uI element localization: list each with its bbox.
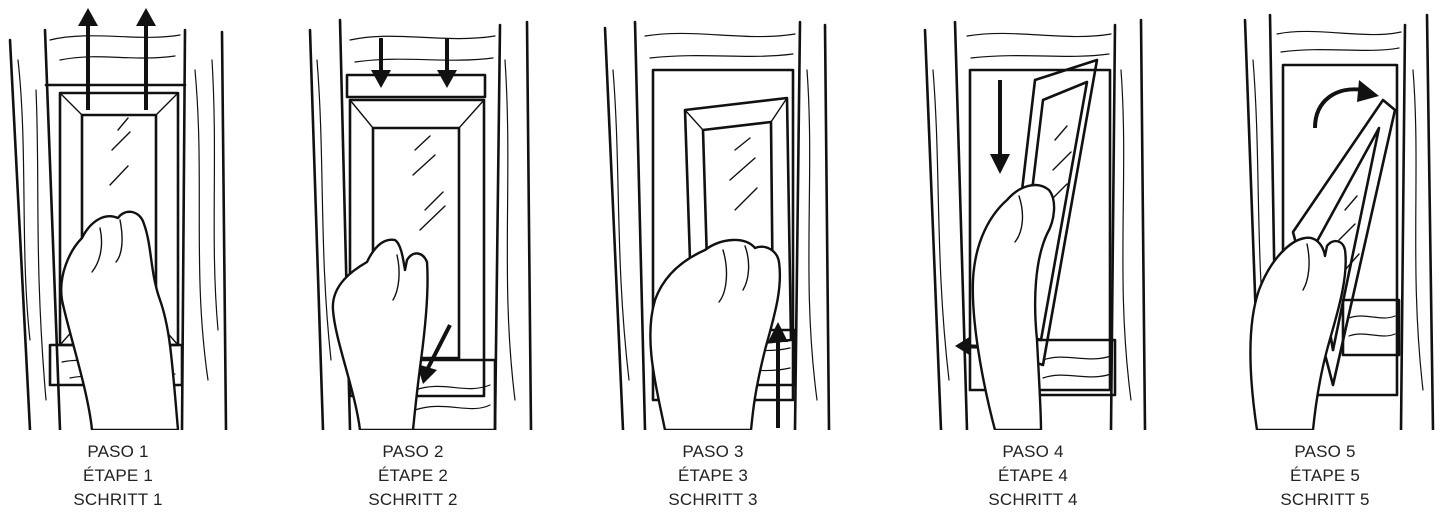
step-1-illustration — [0, 0, 240, 430]
caption-de: SCHRITT 4 — [933, 488, 1133, 512]
caption-de: SCHRITT 1 — [18, 488, 218, 512]
caption-fr: ÉTAPE 1 — [18, 464, 218, 488]
caption-fr: ÉTAPE 5 — [1225, 464, 1425, 488]
step-4-caption: PASO 4 ÉTAPE 4 SCHRITT 4 — [933, 440, 1133, 512]
caption-de: SCHRITT 5 — [1225, 488, 1425, 512]
caption-es: PASO 5 — [1225, 440, 1425, 464]
caption-fr: ÉTAPE 2 — [313, 464, 513, 488]
step-4-illustration — [915, 0, 1155, 430]
step-5-caption: PASO 5 ÉTAPE 5 SCHRITT 5 — [1225, 440, 1425, 512]
step-3-caption: PASO 3 ÉTAPE 3 SCHRITT 3 — [613, 440, 813, 512]
step-5-panel: PASO 5 ÉTAPE 5 SCHRITT 5 — [1215, 0, 1440, 516]
caption-es: PASO 2 — [313, 440, 513, 464]
step-3-panel: PASO 3 ÉTAPE 3 SCHRITT 3 — [595, 0, 835, 516]
caption-es: PASO 4 — [933, 440, 1133, 464]
step-2-caption: PASO 2 ÉTAPE 2 SCHRITT 2 — [313, 440, 513, 512]
caption-fr: ÉTAPE 3 — [613, 464, 813, 488]
step-1-panel: PASO 1 ÉTAPE 1 SCHRITT 1 — [0, 0, 240, 516]
caption-de: SCHRITT 3 — [613, 488, 813, 512]
caption-es: PASO 1 — [18, 440, 218, 464]
caption-es: PASO 3 — [613, 440, 813, 464]
caption-de: SCHRITT 2 — [313, 488, 513, 512]
step-2-illustration — [295, 0, 535, 430]
step-2-panel: PASO 2 ÉTAPE 2 SCHRITT 2 — [295, 0, 535, 516]
step-1-caption: PASO 1 ÉTAPE 1 SCHRITT 1 — [18, 440, 218, 512]
step-5-illustration — [1215, 0, 1440, 430]
caption-fr: ÉTAPE 4 — [933, 464, 1133, 488]
step-3-illustration — [595, 0, 835, 430]
step-4-panel: PASO 4 ÉTAPE 4 SCHRITT 4 — [915, 0, 1155, 516]
